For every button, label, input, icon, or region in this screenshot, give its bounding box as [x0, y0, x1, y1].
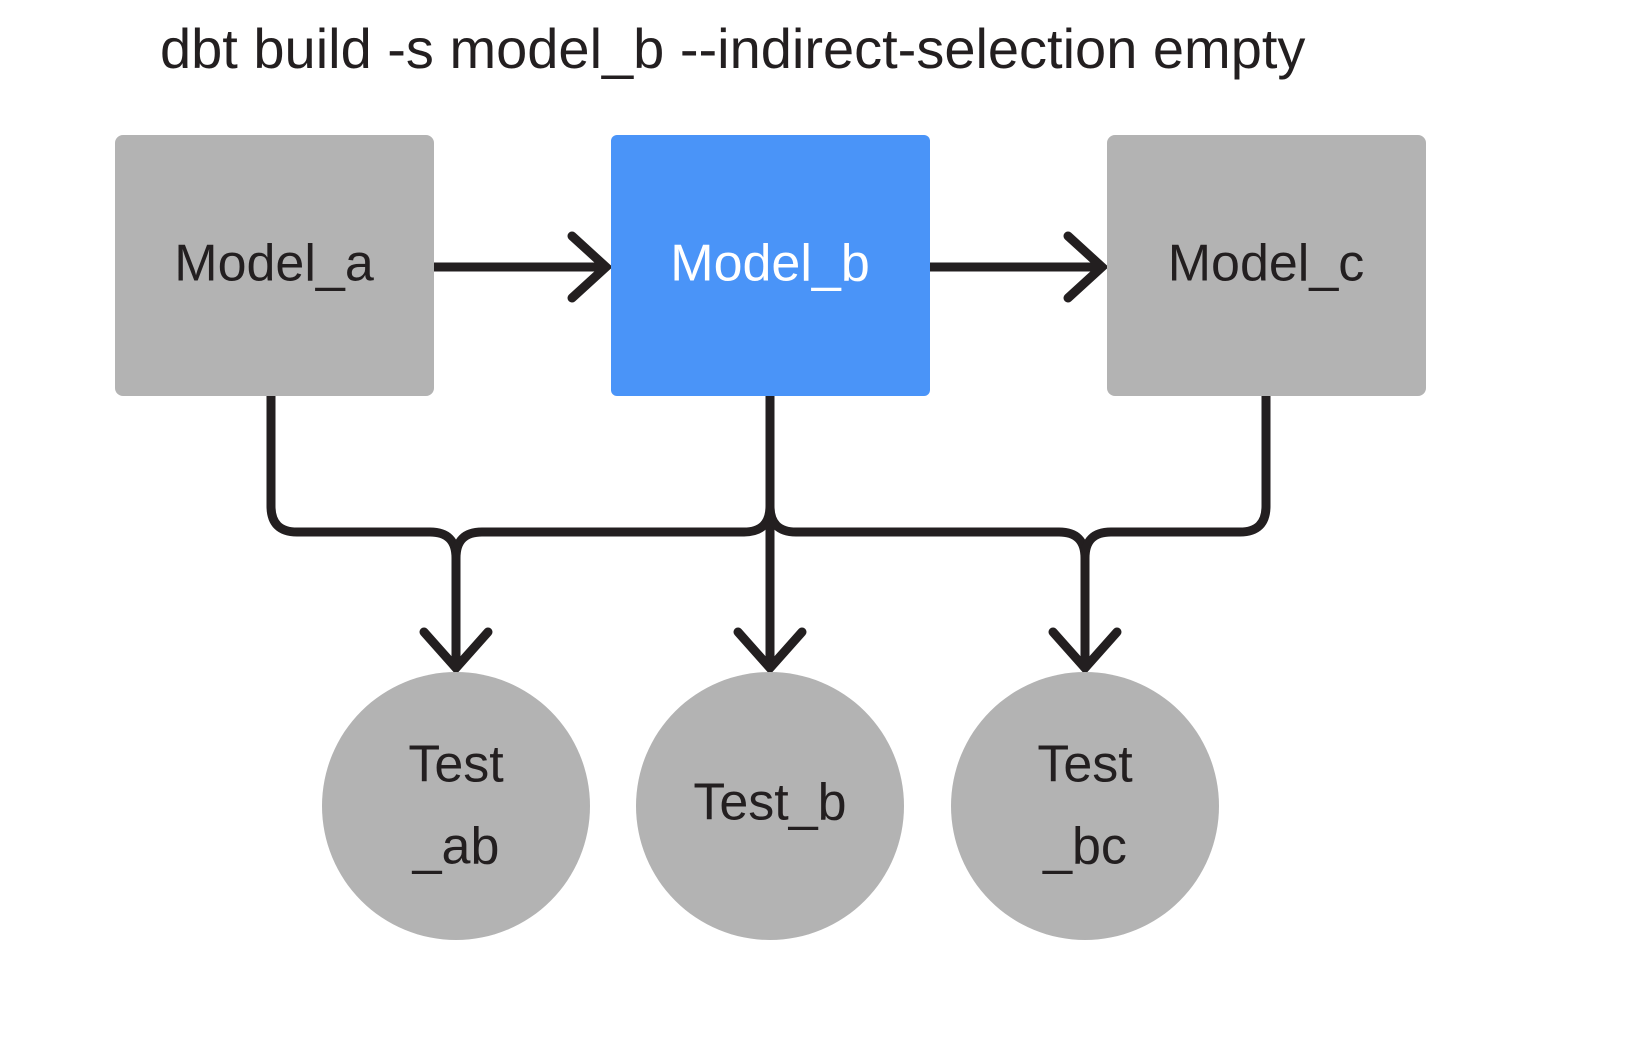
- edge-model-a-to-test-ab: [266, 391, 461, 665]
- test-b-label: Test_b: [693, 774, 846, 832]
- test-node-test-b[interactable]: Test_b: [636, 672, 904, 940]
- edge-model-b-to-test-bc: [765, 391, 1090, 665]
- arrowhead-chevron-icon: [419, 627, 493, 675]
- model-node-layer: Model_a Model_b Model_c: [115, 135, 1426, 396]
- test-node-layer: Test _ab Test_b Test _bc: [322, 672, 1219, 940]
- arrowhead-chevron-icon: [733, 627, 807, 675]
- test-bc-label-line1: Test: [1037, 736, 1133, 794]
- test-ab-label-line2: _ab: [412, 818, 500, 876]
- page-title: dbt build -s model_b --indirect-selectio…: [160, 17, 1305, 80]
- test-ab-circle[interactable]: [322, 672, 590, 940]
- test-node-test-ab[interactable]: Test _ab: [322, 672, 590, 940]
- model-c-label: Model_c: [1168, 235, 1365, 293]
- test-node-test-bc[interactable]: Test _bc: [951, 672, 1219, 940]
- model-b-label: Model_b: [670, 235, 869, 293]
- test-ab-label-line1: Test: [408, 736, 504, 794]
- edge-model-a-to-model-b: [434, 231, 613, 303]
- edge-line: [765, 391, 1090, 665]
- model-node-model-c[interactable]: Model_c: [1107, 135, 1426, 396]
- arrowhead-chevron-icon: [567, 231, 613, 303]
- model-b-rect[interactable]: [611, 135, 930, 396]
- edge-model-b-to-model-c: [930, 231, 1109, 303]
- test-bc-circle[interactable]: [951, 672, 1219, 940]
- model-a-rect[interactable]: [115, 135, 434, 396]
- model-node-model-a[interactable]: Model_a: [115, 135, 434, 396]
- test-b-circle[interactable]: [636, 672, 904, 940]
- model-c-rect[interactable]: [1107, 135, 1426, 396]
- arrowhead-chevron-icon: [1048, 627, 1122, 675]
- edge-model-b-to-test-ab: [451, 391, 775, 665]
- edge-model-c-to-test-bc: [1080, 391, 1271, 665]
- edge-line: [1080, 391, 1271, 665]
- edge-line: [266, 391, 461, 665]
- test-bc-label-line2: _bc: [1042, 818, 1127, 876]
- edge-layer: [266, 231, 1271, 675]
- model-node-model-b[interactable]: Model_b: [611, 135, 930, 396]
- arrowhead-chevron-icon: [1063, 231, 1109, 303]
- edge-line: [451, 391, 775, 665]
- model-a-label: Model_a: [174, 235, 374, 293]
